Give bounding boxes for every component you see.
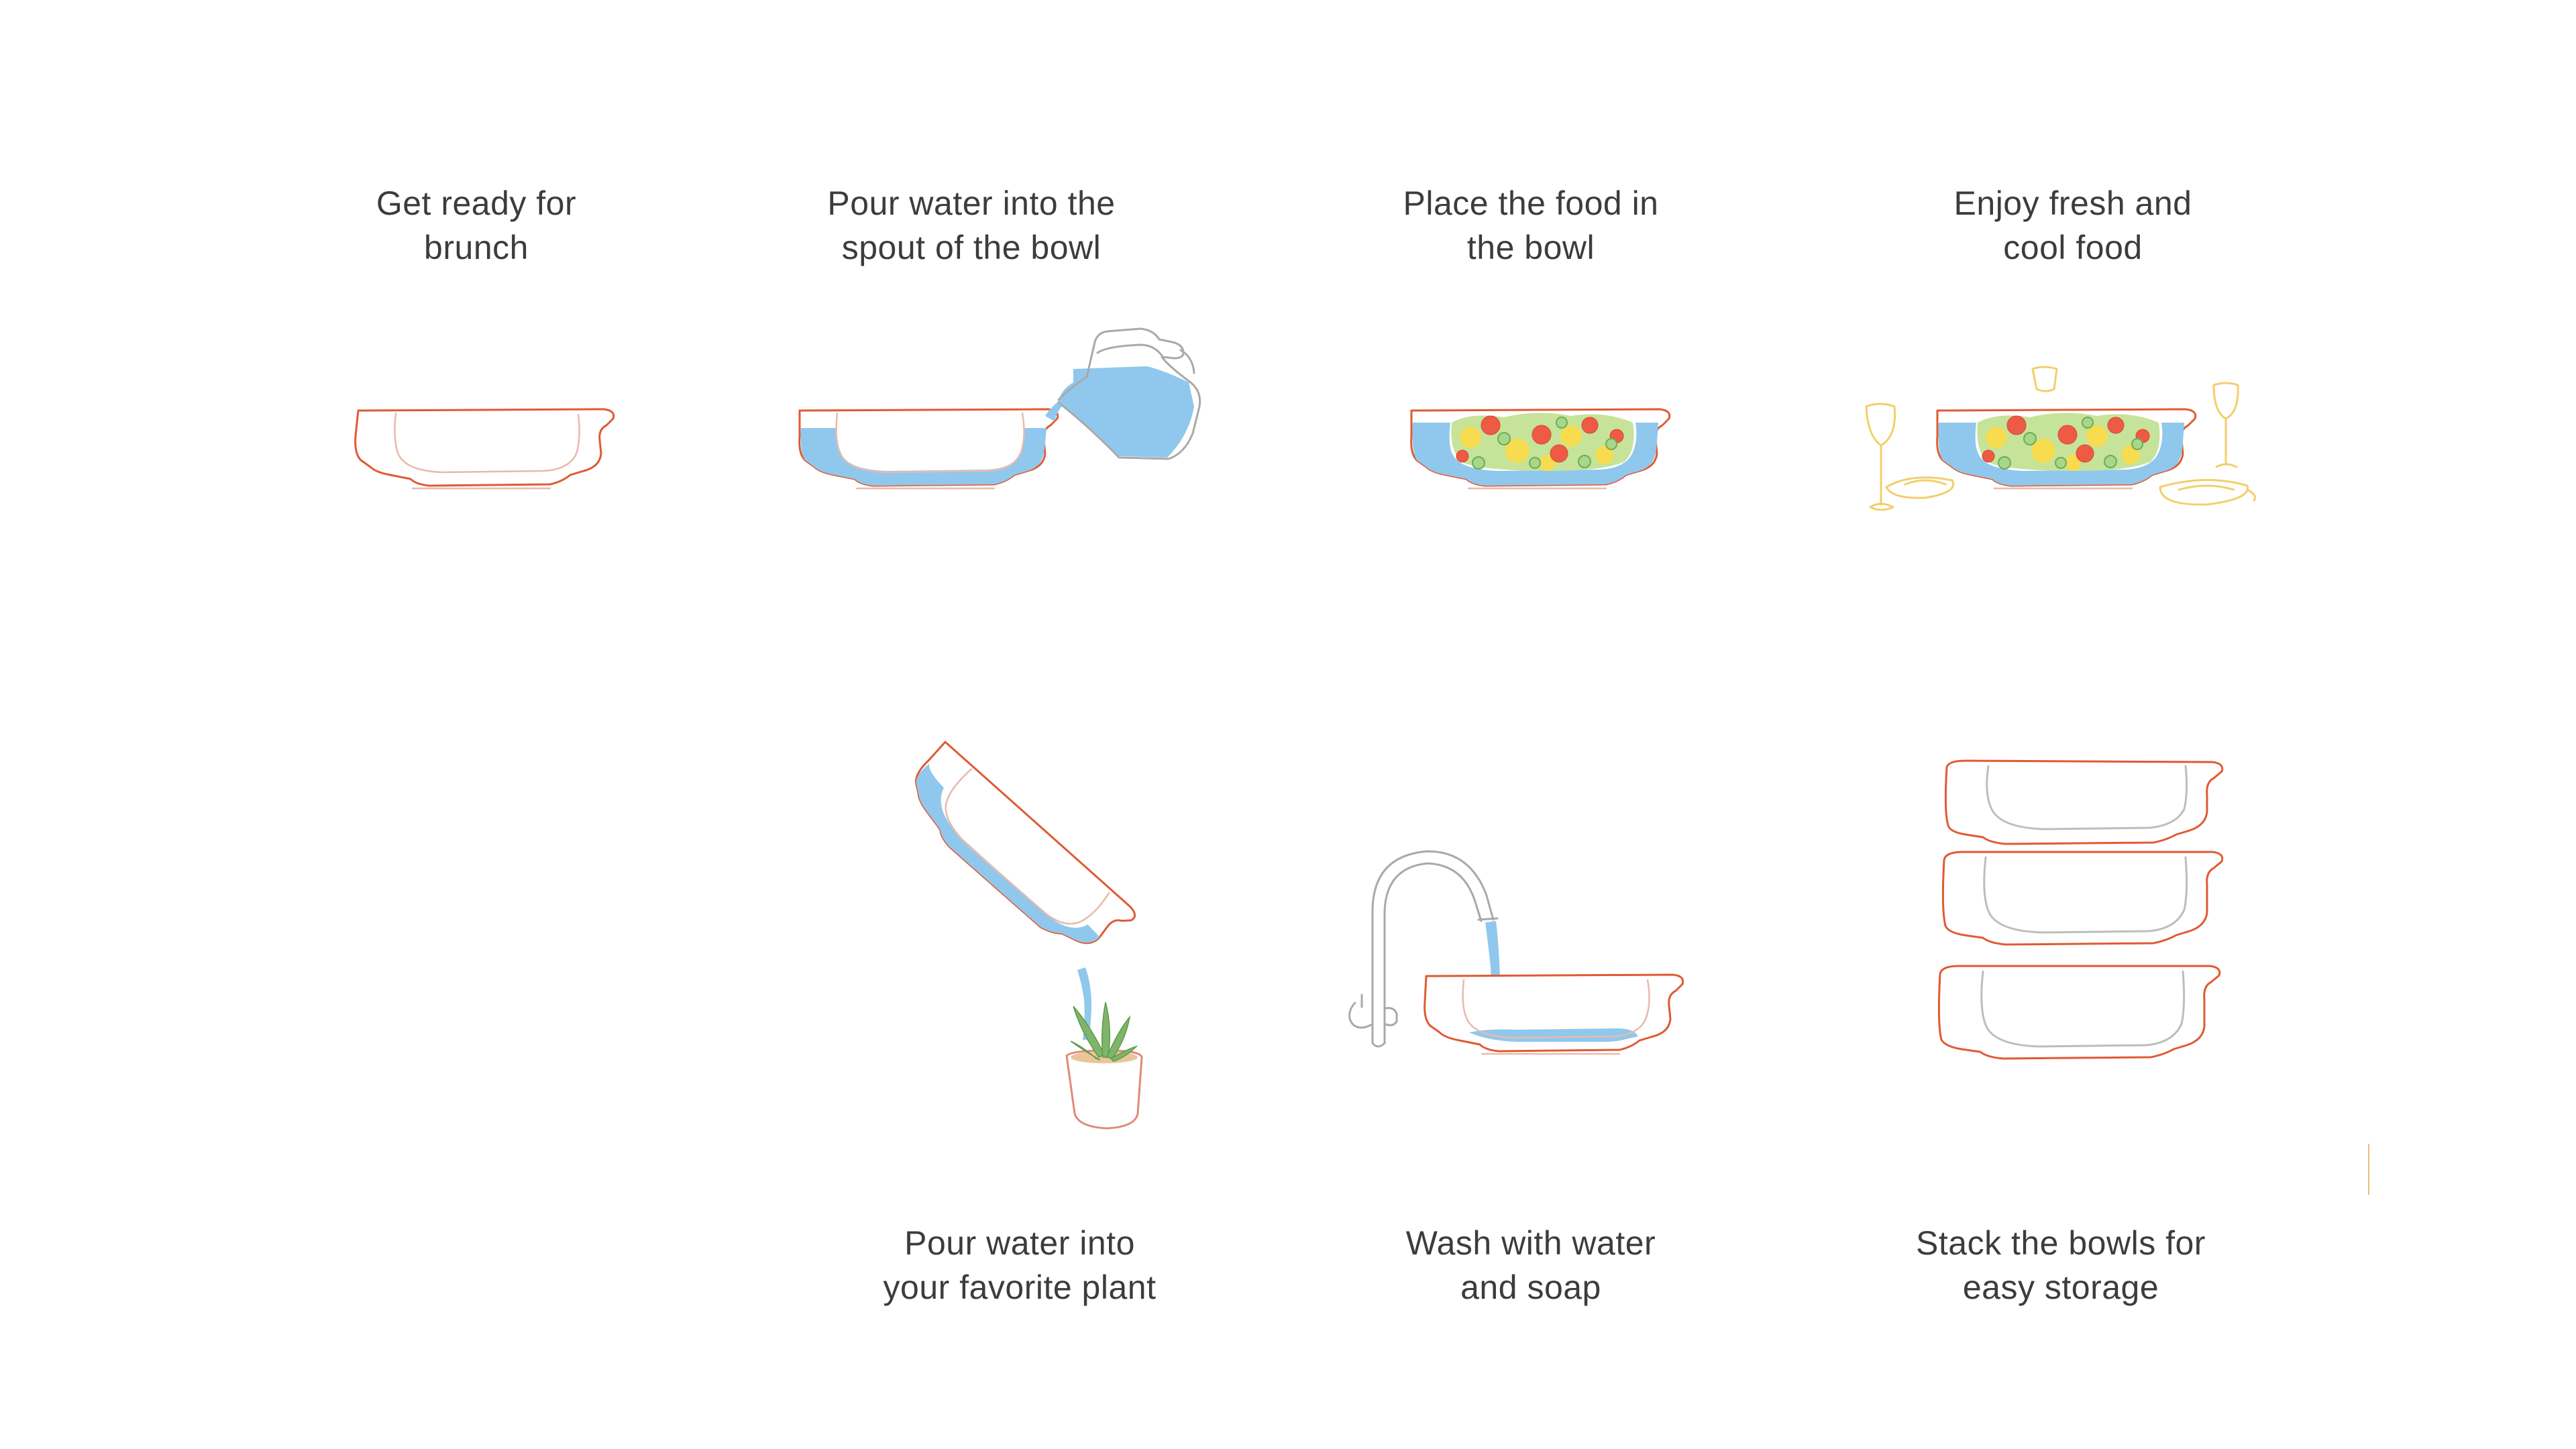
jug-pouring-into-bowl-icon xyxy=(798,327,1201,490)
caption-line: Get ready for xyxy=(376,184,577,222)
glassware xyxy=(1865,366,2257,511)
caption-line: your favorite plant xyxy=(883,1269,1157,1306)
caption-line: and soap xyxy=(1460,1269,1601,1306)
caption-place-food: Place the food in the bowl xyxy=(1343,181,1719,270)
salad xyxy=(1451,413,1634,471)
caption-line: Pour water into the xyxy=(827,184,1116,222)
plant xyxy=(1070,1002,1138,1062)
empty-bowl-icon xyxy=(354,408,615,490)
caption-line: Place the food in xyxy=(1403,184,1659,222)
caption-line: the bowl xyxy=(1466,229,1595,266)
stacked-bowl-middle xyxy=(1941,851,2224,946)
caption-line: Pour water into xyxy=(904,1224,1135,1262)
stacked-bowls-icon xyxy=(1937,759,2224,1060)
bowl-pouring-into-plant-icon xyxy=(914,741,1143,1130)
divider-mark xyxy=(2368,1144,2369,1195)
caption-line: Wash with water xyxy=(1405,1224,1656,1262)
stacked-bowl-bottom xyxy=(1937,965,2221,1060)
stacked-bowl-top xyxy=(1944,759,2224,845)
caption-pour-plant: Pour water into your favorite plant xyxy=(832,1221,1208,1309)
faucet-filling-bowl-icon xyxy=(1348,850,1684,1055)
caption-line: Enjoy fresh and xyxy=(1953,184,2192,222)
caption-line: cool food xyxy=(2003,229,2143,266)
caption-line: spout of the bowl xyxy=(841,229,1102,266)
bowl-with-salad-icon xyxy=(1410,408,1671,490)
caption-pour-spout: Pour water into the spout of the bowl xyxy=(784,181,1159,270)
salad xyxy=(1977,413,2160,471)
caption-line: easy storage xyxy=(1962,1269,2159,1306)
caption-get-ready: Get ready for brunch xyxy=(288,181,664,270)
caption-enjoy: Enjoy fresh and cool food xyxy=(1885,181,2261,270)
faucet xyxy=(1348,850,1499,1048)
caption-stack: Stack the bowls for easy storage xyxy=(1873,1221,2249,1309)
salad-bowl-with-glasses-icon xyxy=(1865,366,2257,511)
caption-wash: Wash with water and soap xyxy=(1343,1221,1719,1309)
caption-line: Stack the bowls for xyxy=(1916,1224,2206,1262)
caption-line: brunch xyxy=(424,229,529,266)
